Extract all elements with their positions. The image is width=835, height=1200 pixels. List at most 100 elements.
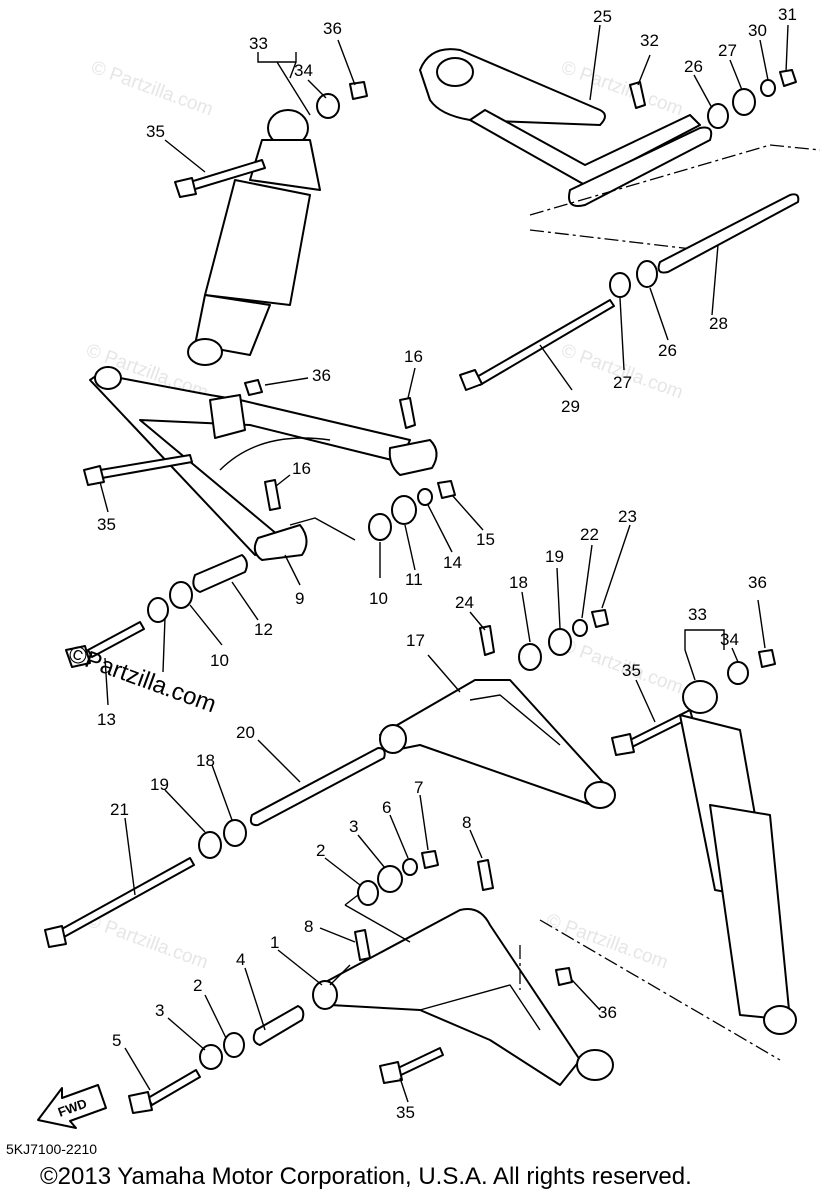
- lower-arm-left-assembly: [128, 850, 781, 1114]
- nut-36-lower: [555, 967, 573, 986]
- callout-14: 14: [443, 553, 462, 572]
- bolt-5-shank: [147, 1069, 201, 1106]
- phantom-line: [529, 144, 821, 251]
- bushing-18-front: [223, 819, 247, 847]
- bolt-35-lower-head: [379, 1061, 403, 1084]
- bushing-10-rear: [368, 513, 392, 541]
- callout-19: 19: [150, 775, 169, 794]
- washer-22: [572, 619, 588, 637]
- leader-29: [539, 344, 573, 391]
- leader-33-right: [684, 629, 725, 681]
- leader-20: [257, 739, 301, 783]
- callout-33: 33: [249, 34, 268, 53]
- watermark-faint: © Partzilla.com: [543, 910, 670, 974]
- callout-leaders: [99, 24, 789, 1103]
- shock-absorber-left: [174, 81, 368, 366]
- callout-26: 26: [684, 57, 703, 76]
- washer-3-front: [199, 1044, 223, 1070]
- leader-15: [451, 494, 484, 531]
- callout-30: 30: [748, 21, 767, 40]
- leader-5: [124, 1047, 151, 1091]
- upper-arm-right-boss: [436, 57, 474, 87]
- callout-4: 4: [236, 950, 245, 969]
- leader-35-top: [164, 139, 206, 173]
- callout-31: 31: [778, 5, 797, 24]
- callout-8: 8: [462, 813, 471, 832]
- leader-10-front: [189, 604, 223, 646]
- bushing-2-front: [223, 1032, 245, 1058]
- callout-19: 19: [545, 547, 564, 566]
- callout-21: 21: [110, 800, 129, 819]
- copyright-notice: ©2013 Yamaha Motor Corporation, U.S.A. A…: [40, 1163, 692, 1190]
- leader-33-left: [257, 52, 311, 116]
- bolt-35-lower-shank: [397, 1047, 444, 1076]
- callout-36: 36: [748, 573, 767, 592]
- leader-18-rear: [521, 591, 531, 643]
- leader-24: [469, 611, 486, 631]
- callout-22: 22: [580, 525, 599, 544]
- leader-30: [759, 39, 769, 81]
- callout-24: 24: [455, 593, 474, 612]
- leader-36-top: [337, 39, 356, 86]
- leader-35-mid: [99, 481, 109, 513]
- callout-18: 18: [509, 573, 528, 592]
- callout-27: 27: [613, 373, 632, 392]
- bushing-26-lower: [636, 260, 658, 288]
- leader-31: [785, 24, 789, 73]
- callout-23: 23: [618, 507, 637, 526]
- leader-11: [404, 524, 416, 571]
- shaft-28: [657, 193, 800, 274]
- nut-36-mid: [244, 379, 263, 396]
- callout-32: 32: [640, 31, 659, 50]
- callout-36: 36: [312, 366, 331, 385]
- nut-7: [421, 850, 439, 869]
- washer-27-upper: [732, 88, 756, 116]
- nut-15: [437, 480, 456, 499]
- phantom-line-lower: [519, 919, 781, 1061]
- callout-26: 26: [658, 341, 677, 360]
- leader-36-right: [757, 599, 766, 649]
- leader-3-rear: [357, 834, 386, 869]
- leader-16-top: [407, 367, 416, 399]
- callout-27: 27: [718, 41, 737, 60]
- callout-18: 18: [196, 751, 215, 770]
- leader-12: [231, 581, 259, 621]
- leader-3-front: [167, 1017, 206, 1051]
- washer-6: [402, 858, 418, 876]
- callout-35: 35: [146, 122, 165, 141]
- lower-arm-right-assembly: [44, 609, 616, 948]
- callout-3: 3: [155, 1001, 164, 1020]
- arm-1-pivot: [312, 980, 338, 1010]
- bolt-13-shank: [87, 621, 145, 658]
- callout-28: 28: [709, 314, 728, 333]
- collar-12: [192, 554, 248, 593]
- shock-right-eye: [682, 680, 718, 714]
- leader-2-front: [204, 994, 227, 1039]
- bolt-13-head: [65, 645, 91, 668]
- shaft-20: [249, 747, 386, 827]
- leader-26-low: [649, 287, 669, 341]
- callout-1: 1: [270, 933, 279, 952]
- callout-16: 16: [292, 459, 311, 478]
- washer-19-rear: [548, 628, 572, 656]
- leader-21: [124, 817, 136, 896]
- leader-16-mid: [275, 474, 291, 487]
- callout-2: 2: [193, 976, 202, 995]
- callout-10: 10: [210, 651, 229, 670]
- washer-19-front: [198, 831, 222, 859]
- callout-35: 35: [622, 661, 641, 680]
- upper-arm-right-tube: [568, 126, 713, 207]
- callout-20: 20: [236, 723, 255, 742]
- leader-28: [711, 244, 719, 316]
- grease-nipple-24: [479, 625, 495, 656]
- callout-35: 35: [97, 515, 116, 534]
- shock-left-lower-eye: [187, 338, 223, 366]
- arm-17-plate: [469, 694, 561, 746]
- ball-joint-left: [94, 366, 122, 390]
- callout-36: 36: [598, 1003, 617, 1022]
- leader-26-top: [693, 74, 713, 109]
- callout-5: 5: [112, 1031, 121, 1050]
- upper-arm-left-assembly: [65, 366, 456, 668]
- fwd-arrow-icon: [37, 1084, 107, 1129]
